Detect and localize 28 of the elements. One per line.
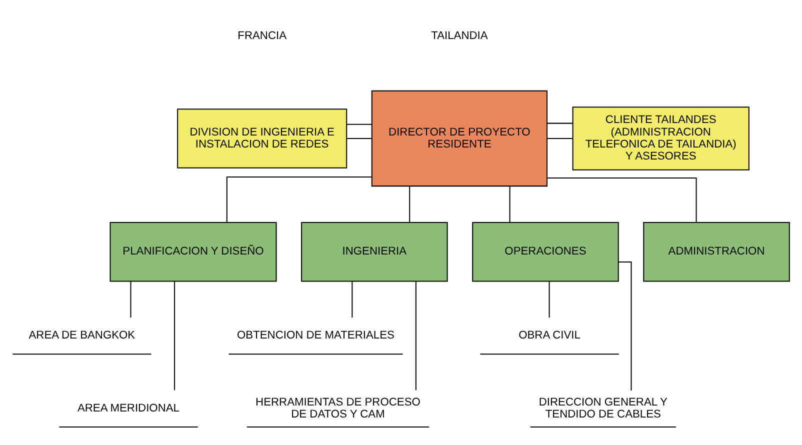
- connector: [130, 281, 132, 318]
- node-box: ADMINISTRACION: [643, 222, 790, 282]
- connector: [547, 122, 573, 124]
- node-text: OBRA CIVIL: [518, 330, 580, 342]
- connector: [409, 186, 410, 222]
- node-box: DIVISION DE INGENIERIA E INSTALACION DE REDES: [177, 108, 348, 168]
- connector: [346, 124, 372, 125]
- node-text: AREA MERIDIONAL: [77, 402, 180, 415]
- label: FRANCIA: [238, 30, 287, 42]
- connector: [547, 177, 697, 222]
- connector: [346, 138, 372, 139]
- node-box: CLIENTE TAILANDES (ADMINISTRACION TELEFONICA DE TAILANDIA) Y ASESORES: [572, 106, 750, 170]
- connector: [547, 138, 573, 139]
- connector: [509, 186, 510, 222]
- node-box: DIRECTOR DE PROYECTO RESIDENTE: [371, 90, 548, 187]
- node-text: AREA DE BANGKOK: [28, 330, 136, 342]
- node-text: DIRECCION GENERAL Y TENDIDO DE CABLES: [538, 396, 668, 421]
- node-box: INGENIERIA: [301, 222, 448, 282]
- label: TAILANDIA: [431, 30, 488, 42]
- node-box: PLANIFICACION Y DISEÑO: [110, 222, 277, 282]
- connector: [226, 176, 372, 222]
- connector: [174, 281, 176, 390]
- connector: [352, 281, 353, 318]
- node-box: OPERACIONES: [472, 222, 619, 282]
- connector: [415, 281, 416, 390]
- node-text: OBTENCION DE MATERIALES: [237, 330, 394, 342]
- connector: [548, 281, 550, 318]
- node-text: HERRAMIENTAS DE PROCESO DE DATOS Y CAM: [256, 396, 420, 421]
